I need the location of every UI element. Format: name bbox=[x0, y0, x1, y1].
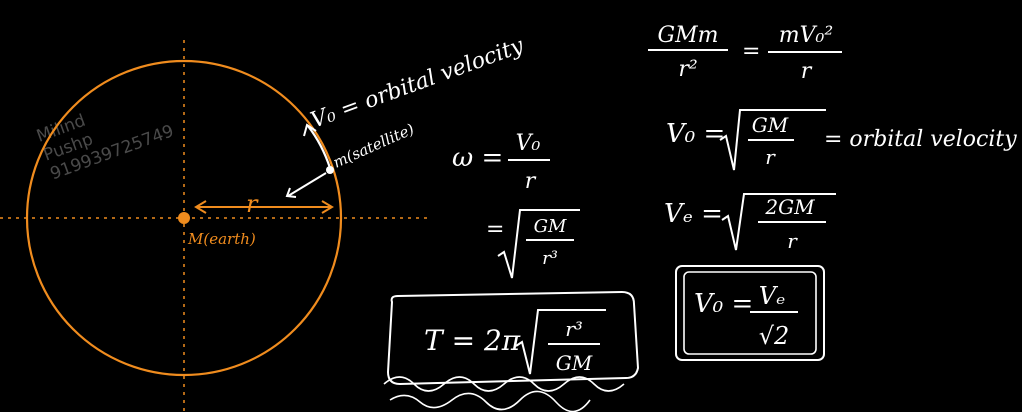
vo-lhs: V₀ = bbox=[666, 119, 725, 149]
vo-radical bbox=[719, 109, 826, 171]
omega-lhs: ω = bbox=[452, 143, 503, 173]
period-equation-box: T = 2π r³ GM bbox=[383, 290, 640, 412]
velocity-label: V₀ = orbital velocity bbox=[308, 33, 528, 133]
velocity-arrowhead bbox=[303, 123, 317, 137]
ve-lhs: Vₑ = bbox=[664, 199, 723, 229]
satellite-pointer bbox=[287, 172, 327, 197]
period-box-outline bbox=[386, 290, 640, 386]
satellite-pointer-head bbox=[285, 187, 297, 198]
vo-rad-denominator: r bbox=[765, 145, 776, 169]
angular-velocity-equation: ω = V₀ r bbox=[452, 131, 550, 194]
omega2-radical bbox=[497, 209, 580, 279]
force-rhs-numerator: mV₀² bbox=[779, 23, 833, 48]
satellite-label: m(satellite) bbox=[330, 120, 417, 172]
omega2-rad-numerator: GM bbox=[534, 216, 567, 237]
period-radical bbox=[515, 309, 606, 375]
period-underline-wave bbox=[383, 376, 625, 392]
relation-box-inner bbox=[683, 271, 817, 355]
omega-denominator: r bbox=[525, 169, 537, 194]
omega2-rad-denominator: r³ bbox=[542, 248, 558, 269]
radius-label: r bbox=[246, 190, 259, 218]
omega-numerator: V₀ bbox=[516, 131, 541, 156]
period-rad-numerator: r³ bbox=[565, 317, 583, 341]
force-rhs-denominator: r bbox=[801, 59, 813, 84]
satellite-dot bbox=[326, 166, 334, 174]
earth-label: M(earth) bbox=[187, 230, 256, 248]
vo-rad-numerator: GM bbox=[752, 113, 789, 137]
velocity-relation-box: V₀ = Vₑ √2 bbox=[675, 265, 825, 361]
force-lhs-numerator: GMm bbox=[658, 23, 719, 48]
omega2-equals: = bbox=[486, 217, 504, 242]
ve-rad-numerator: 2GM bbox=[764, 195, 815, 219]
force-lhs-denominator: r² bbox=[678, 57, 697, 82]
force-equals: = bbox=[742, 39, 760, 64]
vo-rhs: = orbital velocity bbox=[824, 127, 1017, 152]
force-balance-equation: GMm r² = mV₀² r bbox=[648, 23, 842, 84]
radius-arrowhead-left bbox=[194, 200, 207, 214]
orbit-circle bbox=[25, 59, 343, 377]
radius-arrowhead-right bbox=[321, 200, 334, 214]
angular-velocity-radical: = GM r³ bbox=[486, 209, 580, 279]
escape-velocity-equation: Vₑ = 2GM r bbox=[664, 193, 836, 253]
relation-lhs: V₀ = bbox=[694, 289, 753, 319]
period-rad-denominator: GM bbox=[556, 351, 593, 375]
period-lhs: T = 2π bbox=[424, 324, 521, 357]
period-underline-wave-2 bbox=[389, 390, 591, 412]
relation-denominator: √2 bbox=[759, 322, 790, 350]
earth-dot bbox=[178, 212, 190, 224]
velocity-vector bbox=[307, 125, 332, 169]
ve-rad-denominator: r bbox=[787, 229, 798, 253]
ve-radical bbox=[721, 193, 836, 251]
relation-numerator: Vₑ bbox=[759, 282, 786, 310]
relation-box-outer bbox=[675, 265, 825, 361]
orbital-velocity-equation: V₀ = GM r = orbital velocity bbox=[666, 109, 1017, 171]
